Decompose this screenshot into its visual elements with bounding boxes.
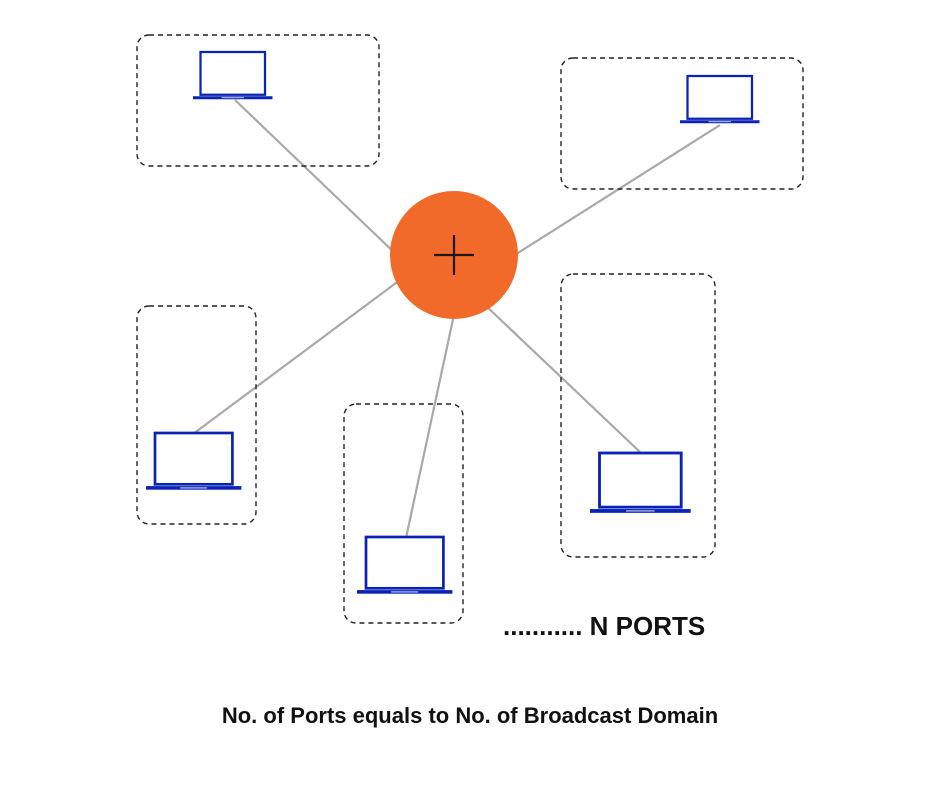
link-top-right [509, 124, 721, 259]
broadcast-domain-top-left [136, 34, 380, 167]
diagram-caption: No. of Ports equals to No. of Broadcast … [221, 703, 719, 728]
link-bottom-right [484, 304, 641, 453]
broadcast-domain-bottom-center [343, 403, 464, 624]
devices [146, 50, 760, 594]
laptop-icon [680, 74, 760, 124]
link-top-left [234, 99, 401, 259]
link-mid-left [192, 279, 401, 435]
broadcast-domain-top-right [560, 57, 804, 190]
hub [390, 191, 518, 319]
broadcast-domain-bottom-right [560, 273, 716, 558]
link-bottom-center [404, 309, 457, 539]
broadcast-domains [136, 34, 804, 624]
laptop-icon [193, 50, 273, 100]
broadcast-domain-mid-left [136, 305, 257, 525]
laptop-icon [590, 451, 691, 513]
laptop-icon [357, 535, 453, 594]
links [192, 99, 721, 539]
ports-label: ........... N PORTS [503, 611, 706, 641]
plus-icon [434, 235, 474, 275]
laptop-icon [146, 431, 242, 490]
